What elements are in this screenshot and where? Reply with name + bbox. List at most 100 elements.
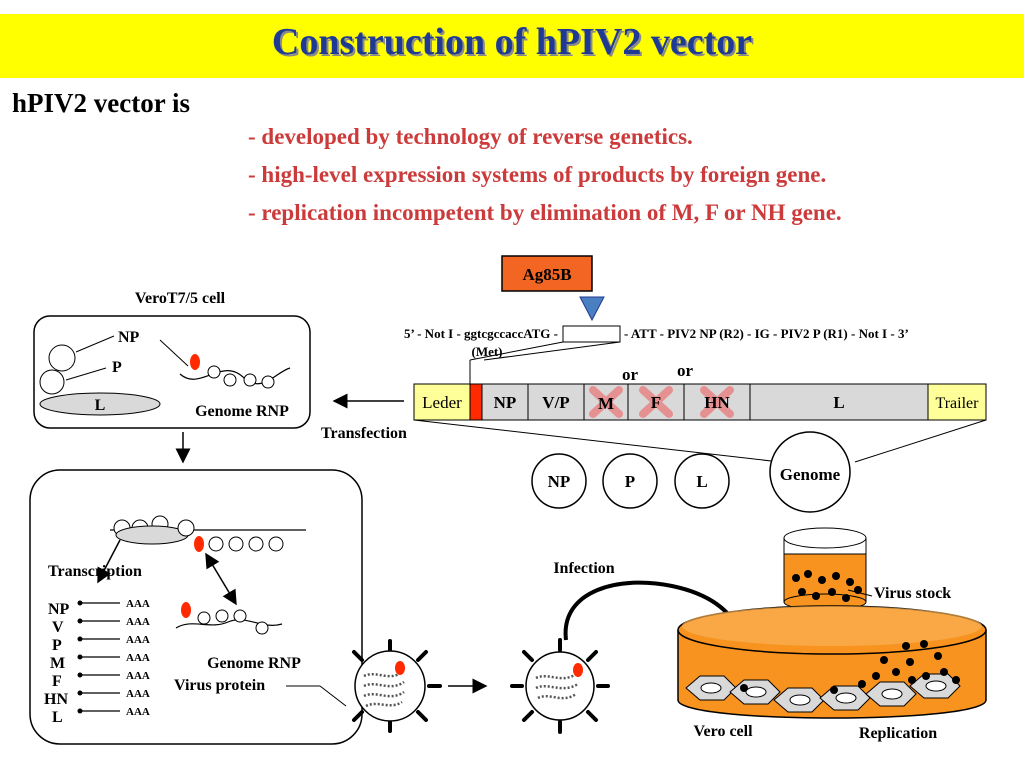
label-line — [75, 335, 115, 353]
transcription-arrow — [97, 539, 121, 584]
np-bead — [261, 375, 275, 389]
rnp-marker — [194, 536, 204, 552]
segment-label: F — [651, 393, 661, 412]
l-protein-icon — [39, 392, 161, 416]
polymerase-icon — [115, 525, 189, 545]
np-bead — [243, 373, 257, 387]
p-protein-icon — [39, 369, 65, 395]
vero-cell-label: Vero cell — [693, 723, 753, 740]
segment-np — [481, 383, 529, 421]
np-bead — [215, 609, 229, 623]
plasmid-label: P — [625, 472, 635, 491]
deletion-x-icon — [700, 386, 734, 418]
mrna-label: M — [50, 655, 65, 672]
np-bead — [208, 536, 224, 552]
mrna-strands — [80, 602, 120, 712]
segment-label: Leder — [422, 393, 462, 412]
released-virions — [740, 640, 960, 694]
or-label: or — [622, 365, 639, 384]
mrna-label: HN — [44, 691, 68, 708]
segment-label: HN — [704, 393, 730, 412]
infection-label: Infection — [553, 560, 614, 577]
or-label: or — [677, 361, 694, 380]
insert-site-box — [562, 325, 621, 343]
budding-virion-icon — [352, 639, 442, 733]
np-label: NP — [118, 329, 140, 346]
deletion-x-icon — [639, 386, 673, 418]
virus-stock-jar-icon — [783, 527, 867, 611]
ag85b-insert-box — [501, 255, 593, 292]
mrna-label: V — [52, 619, 64, 636]
np-bead — [248, 536, 264, 552]
connector-line — [854, 419, 987, 463]
mrna-list: NP V P M F HN L — [44, 601, 70, 726]
bullet-item: - replication incompetent by elimination… — [248, 200, 842, 225]
cell-nuclei — [700, 680, 947, 706]
np-bead — [177, 519, 195, 537]
genome-rnp-label: Genome RNP — [207, 655, 301, 672]
sequence-left: 5’ - Not I - ggtcgccaccATG - — [404, 326, 558, 341]
title-bar — [0, 14, 1024, 78]
segment-label: M — [598, 394, 614, 413]
bullet-list: - developed by technology of reverse gen… — [248, 118, 842, 232]
plasmid-label: L — [696, 472, 707, 491]
segment-leder — [413, 383, 471, 421]
np-protein-icon — [48, 344, 76, 372]
np-plasmid — [531, 453, 587, 509]
np-bead — [197, 611, 211, 625]
mrna-label: F — [52, 673, 62, 690]
transcription-box — [29, 469, 363, 745]
segment-insert — [469, 383, 483, 421]
bullet-item: - high-level expression systems of produ… — [248, 162, 827, 187]
cell-title: VeroT7/5 cell — [135, 290, 226, 307]
transcription-label: Transcription — [48, 563, 142, 580]
bullet-item: - developed by technology of reverse gen… — [248, 124, 693, 149]
rnp-marker — [181, 602, 191, 618]
genome-map: Leder NP V/P M F HN L Trailer — [413, 383, 987, 421]
segment-l — [749, 383, 929, 421]
label-line — [65, 367, 107, 381]
plasmid-label: NP — [548, 472, 571, 491]
polya-label: AAA — [126, 598, 150, 610]
segment-trailer — [927, 383, 987, 421]
segment-vp — [527, 383, 585, 421]
polya-label: AAA — [126, 688, 150, 700]
l-plasmid — [674, 453, 730, 509]
polya-label: AAA — [126, 652, 150, 664]
np-bead — [207, 365, 221, 379]
replication-label: Replication — [859, 725, 937, 742]
ag85b-label: Ag85B — [522, 265, 571, 284]
mrna-label: P — [52, 637, 62, 654]
mrna-label: L — [52, 709, 63, 726]
label-line — [319, 685, 347, 707]
label-line — [847, 589, 873, 597]
p-plasmid — [602, 453, 658, 509]
genome-label: Genome — [780, 465, 841, 484]
polya-label: AAA — [126, 706, 150, 718]
np-bead — [268, 536, 284, 552]
genome-plasmid — [769, 431, 851, 513]
virus-protein-label: Virus protein — [174, 677, 265, 694]
polya-label: AAA — [126, 634, 150, 646]
np-bead — [233, 609, 247, 623]
virus-stock-label: Virus stock — [874, 585, 951, 602]
genome-rnp-label: Genome RNP — [195, 403, 289, 420]
free-virion-icon — [510, 638, 610, 734]
zoom-line — [469, 341, 564, 361]
mrna-caps — [77, 600, 83, 714]
slide-title: Construction of hPIV2 vector — [271, 21, 753, 63]
deletion-x-icon — [589, 386, 623, 418]
l-label: L — [95, 397, 106, 414]
polya-label: AAA — [126, 670, 150, 682]
segment-label: Trailer — [936, 395, 980, 412]
mrna-label: NP — [48, 601, 70, 618]
segment-label: NP — [494, 393, 517, 412]
np-bead — [223, 373, 237, 387]
rnp-marker — [190, 354, 200, 370]
replication-arrow — [205, 552, 237, 606]
segment-label: V/P — [542, 393, 569, 412]
sequence-right: - ATT - PIV2 NP (R2) - IG - PIV2 P (R1) … — [624, 326, 909, 341]
segment-label: L — [833, 393, 844, 412]
intro-text: hPIV2 vector is — [12, 88, 190, 118]
